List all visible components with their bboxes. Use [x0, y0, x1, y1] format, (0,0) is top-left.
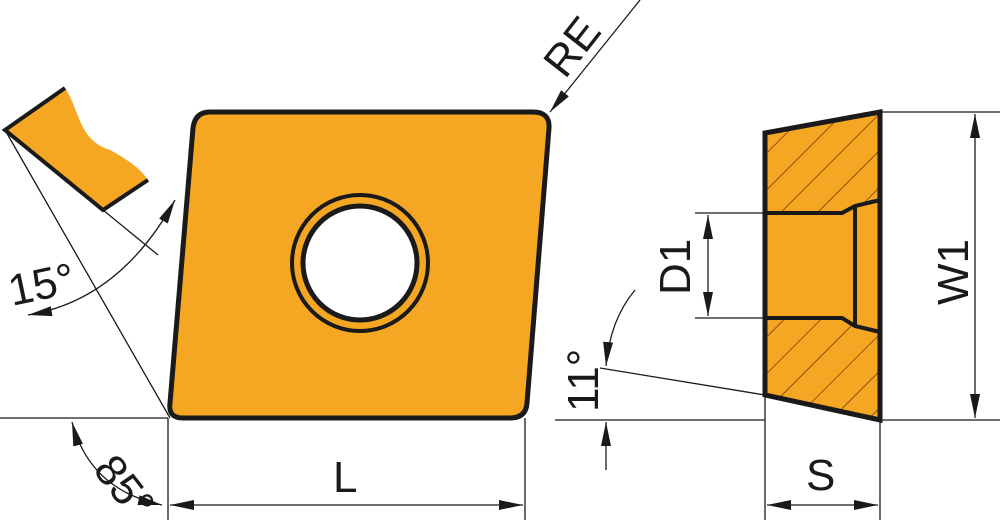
hole-outer-ring: [290, 193, 430, 333]
angle-85-arc: [71, 421, 163, 506]
re-leader: [549, 0, 641, 113]
angle-85-label: 85°: [84, 446, 164, 525]
d1-label: D1: [651, 239, 700, 295]
insert-cross-section: [762, 109, 883, 424]
angle-15-label: 15°: [4, 254, 79, 316]
center-hole: [300, 203, 420, 323]
length-label: L: [333, 453, 357, 502]
re-label: RE: [534, 8, 610, 86]
side-profile-detail: [1, 86, 176, 419]
s-label: S: [806, 451, 835, 500]
insert-top-view: [167, 109, 552, 421]
w1-label: W1: [929, 239, 978, 305]
angle-11-label: 11°: [559, 349, 608, 412]
